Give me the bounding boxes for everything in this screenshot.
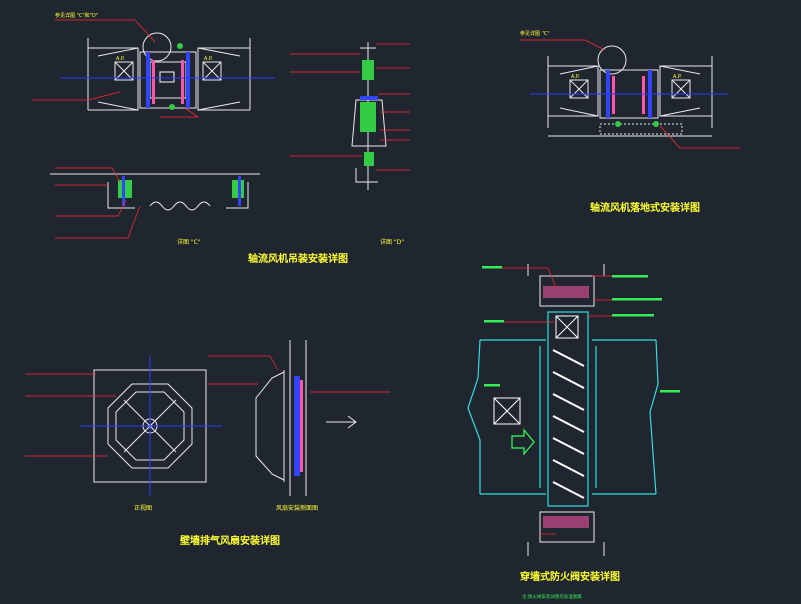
detail-c-parts xyxy=(118,176,244,206)
detail-c-drawing xyxy=(50,173,260,211)
ap-label-left: A.P. xyxy=(116,56,125,62)
axial-fan-hanging-colored-parts xyxy=(60,43,275,110)
ap-label-right: A.P. xyxy=(204,56,213,62)
detail-c-leaders xyxy=(55,167,141,239)
side-view-subtitle: 风扇安装侧面图 xyxy=(276,504,318,512)
axial-fan-hanging-elevation xyxy=(87,32,251,111)
front-view-subtitle: 正视图 xyxy=(134,504,152,512)
detail-d-parts xyxy=(360,60,378,166)
see-detail-c-callout: 参见详图 "C" xyxy=(520,30,550,37)
fire-damper-title: 穿墙式防火阀安装详图 xyxy=(520,570,620,583)
fire-damper-green-notes xyxy=(482,266,680,393)
axial-fan-floor-title: 轴流风机落地式安装详图 xyxy=(590,201,700,214)
fire-damper-duct xyxy=(467,311,659,507)
airflow-arrow xyxy=(326,415,357,429)
wall-exhaust-fan-title: 壁墙排气风扇安装详图 xyxy=(180,534,280,547)
axial-fan-floor-leaders xyxy=(520,39,740,149)
see-detail-cd-callout: 参见详图 "C"和"D" xyxy=(55,12,98,19)
exhaust-fan-front-leaders xyxy=(25,373,116,457)
axial-fan-floor-elevation xyxy=(547,45,713,137)
fire-damper-wall xyxy=(527,264,605,556)
fire-damper-note: 注:防火阀安装详图见标准图集 xyxy=(522,593,583,600)
ap-label-floor-left: A.P. xyxy=(571,74,580,80)
detail-d-subtitle: 详图 "D" xyxy=(380,238,404,246)
exhaust-fan-axes xyxy=(80,356,222,496)
fire-damper-parts xyxy=(493,286,589,528)
axial-fan-hanging-title: 轴流风机吊装安装详图 xyxy=(248,252,348,265)
ap-label-floor-right: A.P. xyxy=(673,74,682,80)
axial-fan-floor-colored-parts xyxy=(530,70,728,127)
detail-d-leaders xyxy=(290,43,410,171)
detail-c-subtitle: 详图 "C" xyxy=(177,238,201,246)
exhaust-fan-side-parts xyxy=(294,376,303,476)
exhaust-fan-side-leaders xyxy=(208,355,390,393)
exhaust-fan-side-view xyxy=(255,340,307,496)
axial-fan-hanging-leaders xyxy=(32,19,200,118)
